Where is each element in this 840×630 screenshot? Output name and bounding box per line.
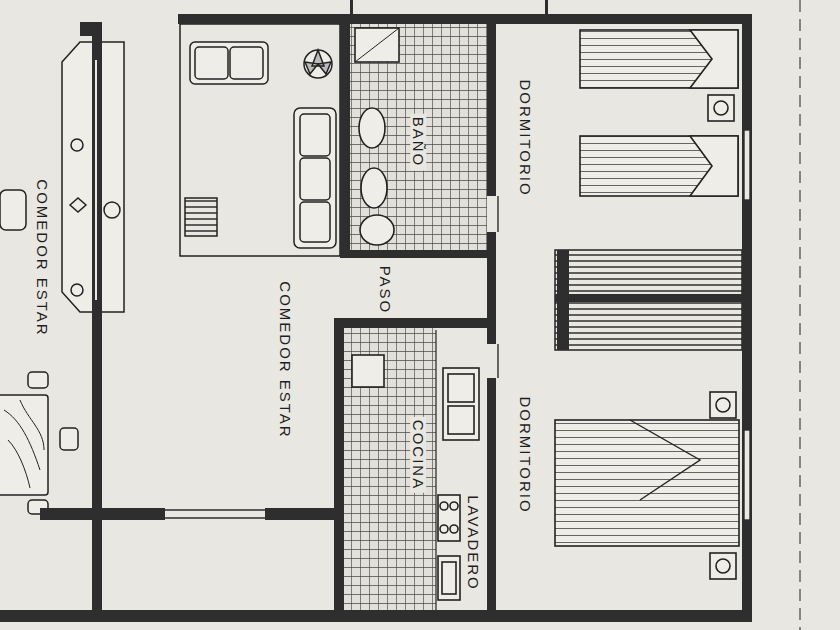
living-furniture-part bbox=[294, 108, 336, 248]
living-furniture-part bbox=[180, 24, 340, 256]
kitchen-fixtures-part bbox=[443, 368, 479, 440]
living-furniture-part bbox=[300, 202, 330, 242]
bedroom-furniture-part bbox=[690, 136, 738, 196]
room-label: COCINA bbox=[410, 417, 426, 493]
bedroom-furniture-part bbox=[714, 101, 728, 115]
living-furniture-part bbox=[300, 158, 330, 200]
bedroom-furniture-part bbox=[716, 398, 730, 412]
walls-part bbox=[334, 318, 344, 610]
room-label: BAÑO bbox=[410, 114, 426, 171]
bath-fixtures-part bbox=[359, 108, 385, 148]
walls-part bbox=[340, 250, 490, 258]
walls-part bbox=[487, 378, 496, 610]
kitchen-fixtures-part bbox=[442, 562, 456, 594]
bedroom-furniture-part bbox=[716, 559, 730, 573]
buffet-part bbox=[71, 139, 83, 151]
kitchen-fixtures-part bbox=[435, 330, 436, 610]
doors-windows-part bbox=[95, 60, 97, 300]
room-label: LAVADERO bbox=[465, 492, 481, 593]
walls-part bbox=[80, 22, 102, 36]
closet bbox=[555, 250, 742, 350]
walls-part bbox=[178, 14, 752, 24]
dining-table-part bbox=[0, 190, 26, 230]
tile-floor bbox=[344, 24, 487, 610]
living-furniture-part bbox=[195, 47, 228, 79]
doors-windows bbox=[96, 60, 750, 520]
bedroom-furniture-part bbox=[630, 420, 700, 500]
bedroom-furniture-part bbox=[580, 30, 738, 88]
bedroom-furniture-part bbox=[690, 30, 738, 88]
walls-part bbox=[340, 14, 350, 258]
kitchen-fixtures-part bbox=[438, 495, 460, 541]
room-label: PASO bbox=[377, 263, 393, 318]
living-furniture-part bbox=[230, 47, 263, 79]
walls-part bbox=[487, 14, 496, 196]
bedroom-furniture-part bbox=[708, 95, 734, 121]
dining-table-part bbox=[60, 428, 78, 450]
doors-windows-part bbox=[744, 130, 750, 200]
dashed-line bbox=[800, 0, 801, 630]
room-label: COMEDOR ESTAR bbox=[34, 176, 50, 339]
living-furniture-part bbox=[190, 42, 268, 84]
walls-part bbox=[92, 22, 102, 610]
walls-part bbox=[0, 610, 752, 622]
living-furniture-part bbox=[300, 114, 330, 156]
tile-floor-part bbox=[350, 24, 487, 250]
room-label: DORMITORIO bbox=[517, 76, 533, 199]
kitchen-fixtures-part bbox=[448, 406, 474, 434]
bedroom-furniture-part bbox=[710, 553, 736, 579]
walls-part bbox=[265, 508, 335, 520]
dining-table-part bbox=[0, 395, 48, 495]
buffet-part bbox=[71, 284, 83, 296]
living-furniture bbox=[180, 24, 340, 256]
kitchen-fixtures-part bbox=[440, 502, 448, 510]
doors-windows-part bbox=[497, 196, 498, 232]
room-label: DORMITORIO bbox=[517, 393, 533, 516]
bath-fixtures-part bbox=[355, 28, 399, 62]
walls-part bbox=[40, 508, 165, 520]
walls-part bbox=[742, 14, 752, 622]
kitchen-fixtures-part bbox=[450, 502, 458, 510]
doors-windows-part bbox=[497, 344, 498, 378]
buffet-part bbox=[70, 198, 86, 212]
walls-part bbox=[334, 318, 490, 328]
bath-fixtures-part bbox=[361, 168, 387, 208]
living-furniture-part bbox=[305, 50, 331, 74]
bath-fixtures-part bbox=[355, 28, 399, 62]
closet-part bbox=[555, 294, 742, 302]
doors-windows-part bbox=[744, 430, 750, 520]
dining-table-part bbox=[28, 372, 48, 388]
living-furniture-part bbox=[185, 198, 217, 236]
kitchen-fixtures-part bbox=[438, 556, 460, 600]
bedroom-furniture-part bbox=[710, 392, 736, 418]
kitchen-fixtures-part bbox=[450, 525, 458, 533]
buffet-part bbox=[104, 202, 120, 218]
bath-fixtures bbox=[355, 28, 399, 245]
closet-part bbox=[555, 250, 742, 350]
doors-windows-part bbox=[165, 517, 265, 518]
kitchen-fixtures-part bbox=[436, 330, 487, 610]
kitchen-fixtures-part bbox=[448, 374, 474, 402]
bedroom-furniture-part bbox=[555, 420, 739, 546]
dining-table-part bbox=[4, 400, 44, 488]
walls bbox=[0, 0, 752, 622]
kitchen-fixtures bbox=[352, 330, 487, 610]
kitchen-fixtures-part bbox=[352, 355, 384, 387]
bath-fixtures-part bbox=[360, 215, 394, 245]
bedroom-furniture-part bbox=[580, 136, 738, 196]
room-label: COMEDOR ESTAR bbox=[277, 278, 293, 441]
doors-windows-part bbox=[165, 509, 265, 510]
walls-part bbox=[545, 0, 548, 14]
walls-part bbox=[350, 0, 353, 14]
living-furniture-part bbox=[304, 50, 332, 78]
dashed-line-part bbox=[799, 0, 800, 630]
tile-floor-part bbox=[344, 328, 436, 610]
kitchen-fixtures-part bbox=[440, 525, 448, 533]
